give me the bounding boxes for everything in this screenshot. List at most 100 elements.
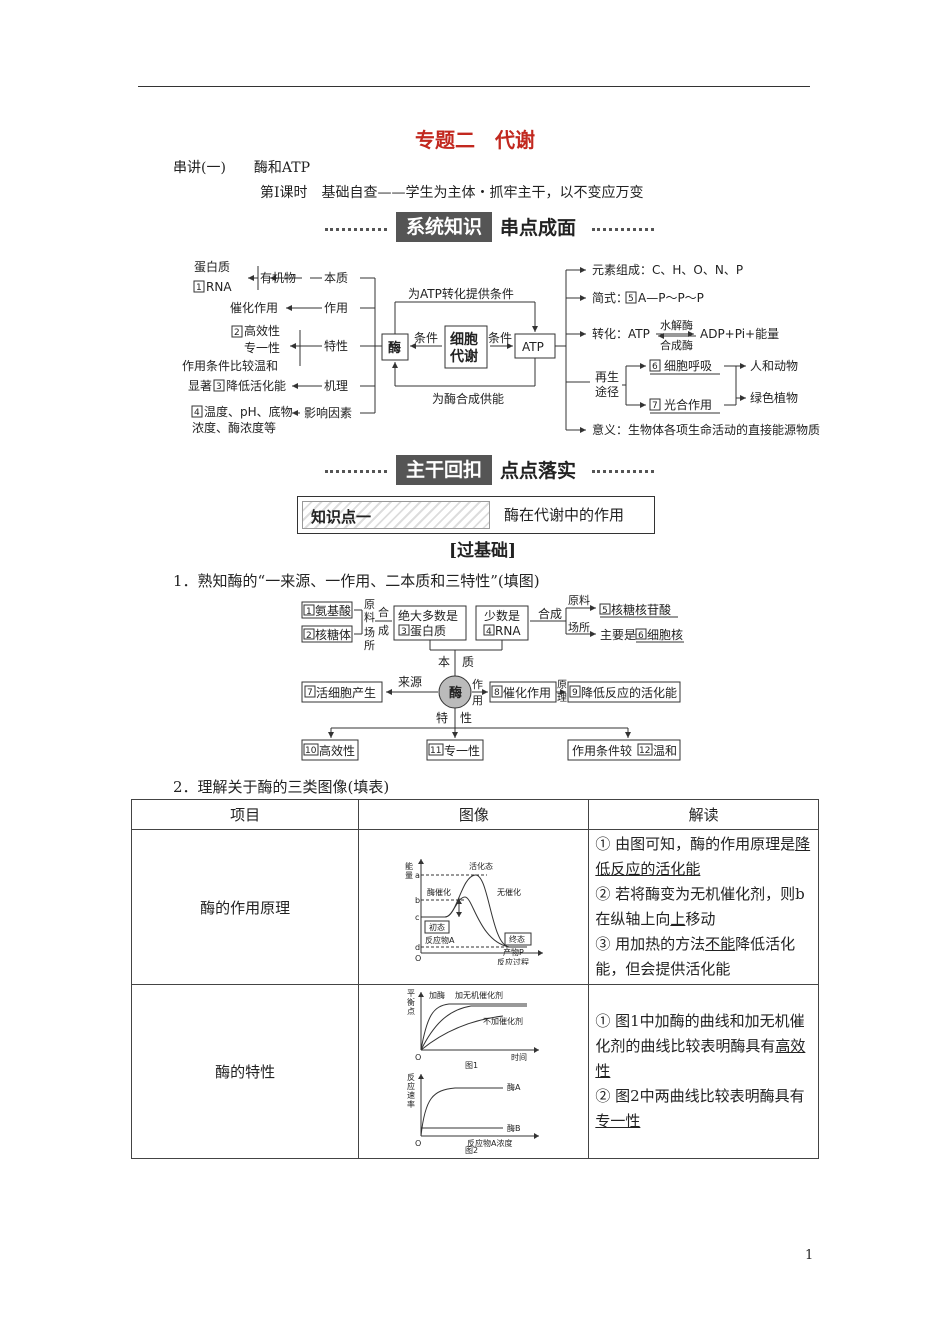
page-number: 1 — [805, 1248, 814, 1263]
q1-nuc-num: 5 — [602, 606, 608, 616]
q1-prot-num: 3 — [401, 627, 407, 637]
chart-tick-b: b — [415, 896, 420, 905]
row2-graph-cell: 平 衡 点 加酶 加无机催化剂 不加催化剂 O 时间 图1 反 应 速 率 酶A… — [358, 984, 590, 1159]
fig2-caption: 图2 — [465, 1146, 478, 1154]
chart-tick-c: c — [415, 913, 419, 922]
chart-xlabel: 反应过程 — [497, 957, 529, 965]
chart-reactant: 反应物A — [425, 935, 455, 945]
q1-mech2: 理 — [557, 692, 567, 704]
q1-aa-num: 1 — [306, 607, 312, 617]
q1-synth: 合成 — [538, 606, 562, 621]
fig2-y2: 应 — [407, 1081, 415, 1091]
q1-action1: 作 — [472, 678, 483, 691]
q1-source: 来源 — [398, 675, 422, 689]
q1-most: 绝大多数是 — [398, 608, 458, 623]
map-hydrolase: 水解酶 — [660, 318, 693, 332]
activation-energy-chart: 能 量 a b c d O 活化态 酶催化 无催化 初态 反应物A 终态 产物P… — [405, 859, 543, 967]
map-condition-right: 条件 — [488, 331, 512, 345]
q1-syn1: 合 — [378, 605, 389, 619]
fig2-enzb: 酶B — [507, 1123, 521, 1133]
q1-few: 少数是 — [484, 608, 520, 623]
map-meaning: 意义：生物体各项生命活动的直接能源物质 — [592, 422, 820, 437]
q1-essence: 本 质 — [438, 655, 474, 669]
row1-item: 酶的作用原理 — [130, 829, 360, 985]
map-conversion-result: ADP+Pi+能量 — [700, 327, 779, 341]
q1-cat-num: 8 — [494, 688, 500, 698]
chart-energy2: 量 — [405, 871, 413, 880]
map-metab1: 细胞 — [450, 331, 478, 348]
row1-graph-cell: 能 量 a b c d O 活化态 酶催化 无催化 初态 反应物A 终态 产物P… — [358, 829, 590, 985]
fig2-y4: 率 — [407, 1099, 415, 1109]
q1-ribosome: 核糖体 — [315, 627, 351, 642]
map-human-animal: 人和动物 — [750, 359, 798, 373]
map-mechanism: 机理 — [324, 379, 348, 393]
banner2-dots-left — [325, 470, 387, 473]
q1-protein: 蛋白质 — [410, 623, 446, 638]
q1-ribo-num: 2 — [306, 631, 312, 641]
map-factors-num: 4 — [194, 408, 200, 418]
header-item: 项目 — [130, 799, 360, 830]
map-regen2: 途径 — [595, 384, 619, 399]
map-mild: 作用条件比较温和 — [182, 358, 278, 373]
q1-property: 特 性 — [436, 710, 472, 725]
q1-mild-num: 12 — [639, 746, 650, 756]
fig2-y3: 速 — [407, 1091, 415, 1100]
banner-main-text: 点点落实 — [500, 460, 577, 482]
enzyme-source-function-map: 1 氨基酸 2 核糖体 原 料 场 所 合 成 绝大多数是 3 蛋白质 少数是 … — [301, 593, 684, 761]
q2-text: 2．理解关于酶的三类图像(填表) — [173, 778, 390, 796]
map-photosynthesis: 光合作用 — [664, 397, 712, 412]
chart-energy1: 能 — [405, 861, 413, 871]
banner-system-text: 串点成面 — [500, 217, 577, 239]
map-respiration: 细胞呼吸 — [664, 359, 712, 373]
map-rna-num: 1 — [196, 283, 202, 293]
knowledge-point-label-area: 知识点一 — [302, 501, 490, 529]
map-synthase: 合成酶 — [660, 338, 693, 352]
q1-catalysis: 催化作用 — [503, 686, 551, 700]
map-lower: 降低活化能 — [226, 379, 286, 393]
map-organic: 有机物 — [260, 271, 296, 285]
fig1-origin: O — [415, 1053, 421, 1062]
enzyme-graph-table: 项目 图像 解读 酶的作用原理 — [130, 799, 819, 1159]
series-line: 串讲(一) 酶和ATP — [173, 160, 311, 176]
q1-efficiency: 高效性 — [319, 743, 355, 758]
map-protein: 蛋白质 — [194, 259, 230, 274]
map-catalysis: 催化作用 — [230, 301, 278, 315]
fig2-enza: 酶A — [507, 1082, 521, 1092]
chart-tick-a: a — [415, 871, 420, 880]
chart-no-cat: 无催化 — [497, 887, 521, 897]
map-conversion-label: 转化：ATP — [592, 326, 650, 341]
fig1-y3: 点 — [407, 1007, 415, 1016]
fig2-xlabel: 反应物A浓度 — [467, 1138, 512, 1148]
map-enzyme: 酶 — [388, 340, 401, 356]
map-formula-label: 简式： — [592, 291, 628, 305]
q1-aa: 氨基酸 — [315, 603, 351, 618]
banner-system-box: 系统知识 — [396, 212, 492, 242]
map-formula: A—P～P～P — [638, 291, 704, 305]
q1-mech1: 原 — [557, 679, 567, 691]
chart-product: 产物P — [503, 947, 524, 957]
q1-site2: 所 — [364, 639, 375, 652]
row2-interp-line1: ① 图1中加酶的曲线和加无机催化剂的曲线比较表明酶具有高效性 — [595, 1012, 806, 1080]
q1-living: 活细胞产生 — [316, 686, 376, 700]
map-factors2: 浓度、酶浓度等 — [192, 420, 276, 435]
banner2-dots-right — [592, 470, 654, 473]
map-metab2: 代谢 — [449, 348, 478, 365]
map-notable: 显著 — [188, 379, 212, 393]
q1-cond: 作用条件较 — [572, 743, 632, 758]
q1-text: 1．熟知酶的“一来源、一作用、二本质和三特性”(填图) — [173, 572, 540, 590]
fig2-origin: O — [415, 1139, 421, 1148]
map-photo-num: 7 — [652, 401, 658, 411]
fig1-xlabel: 时间 — [511, 1052, 527, 1062]
chart-initial: 初态 — [429, 922, 445, 932]
map-green-plant: 绿色植物 — [750, 390, 798, 405]
fig1-no-cat: 不加催化剂 — [483, 1016, 523, 1026]
enzyme-atp-concept-map: 蛋白质 1 RNA 有机物 本质 催化作用 作用 2 高效性 专一性 作用条件比… — [182, 259, 820, 437]
fig1-caption: 图1 — [465, 1061, 478, 1070]
row1-interp-line3: ③ 用加热的方法不能降低活化能，但会提供活化能 — [595, 935, 796, 978]
map-elements: 元素组成：C、H、O、N、P — [592, 263, 743, 277]
map-efficiency: 高效性 — [244, 323, 280, 338]
fig1-add-enzyme: 加酶 — [429, 990, 445, 1000]
map-bottom-arrow: 为酶合成供能 — [432, 391, 504, 406]
fig1-y1: 平 — [407, 989, 415, 998]
map-rna: RNA — [206, 280, 232, 294]
